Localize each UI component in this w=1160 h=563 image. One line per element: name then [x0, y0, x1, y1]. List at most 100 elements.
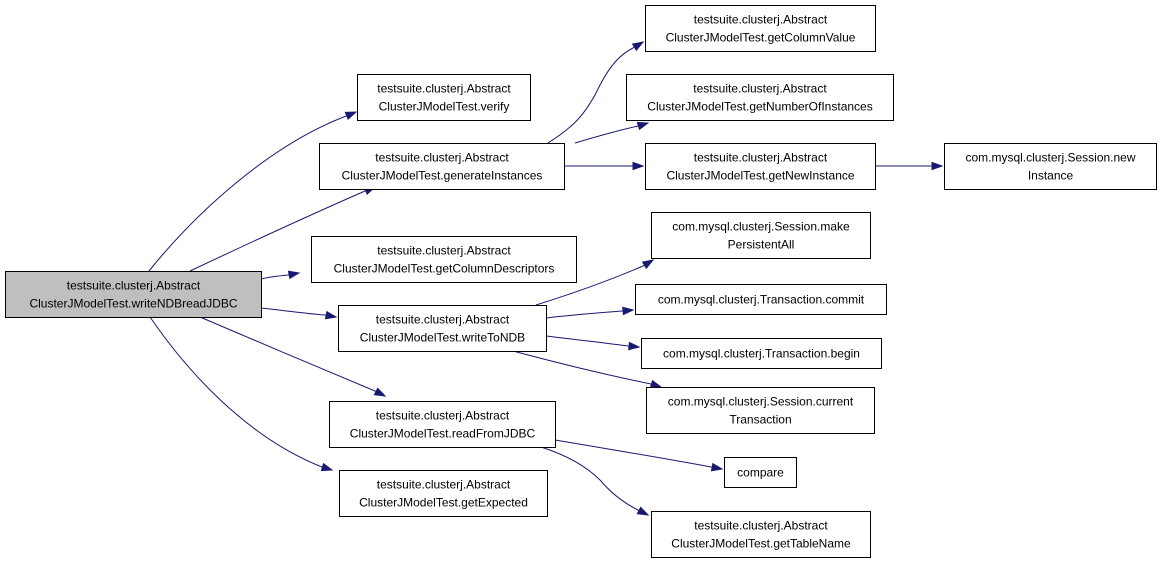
node-box	[635, 284, 887, 315]
arrow-head-icon	[931, 161, 944, 171]
edge-line	[260, 307, 327, 316]
call-edge-writeToNDB-to-currentTransaction	[512, 350, 663, 389]
node-getNewInstance[interactable]: testsuite.clusterj.AbstractClusterJModel…	[645, 143, 876, 190]
arrow-head-icon	[324, 310, 338, 320]
edge-line	[512, 350, 652, 385]
call-edge-root-to-writeToNDB	[260, 307, 338, 320]
node-box	[5, 271, 262, 318]
node-box	[944, 143, 1157, 190]
node-label-line: com.mysql.clusterj.Session.current	[668, 395, 854, 409]
call-edge-generateInstances-to-getNewInstance	[564, 161, 645, 171]
node-label-line: ClusterJModelTest.verify	[379, 100, 510, 114]
call-edge-writeToNDB-to-txCommit	[545, 306, 635, 319]
call-edge-root-to-verify	[148, 111, 358, 272]
node-getNumberOfInstances[interactable]: testsuite.clusterj.AbstractClusterJModel…	[626, 74, 894, 121]
node-box	[311, 236, 577, 283]
node-label-line: testsuite.clusterj.Abstract	[376, 313, 510, 327]
node-label-line: testsuite.clusterj.Abstract	[67, 279, 201, 293]
node-box	[357, 74, 531, 121]
node-getColumnValue[interactable]: testsuite.clusterj.AbstractClusterJModel…	[645, 5, 876, 52]
node-label-line: Instance	[1028, 169, 1074, 183]
node-label-line: testsuite.clusterj.Abstract	[376, 409, 510, 423]
node-makePersistentAll[interactable]: com.mysql.clusterj.Session.makePersisten…	[651, 212, 871, 259]
node-label-line: testsuite.clusterj.Abstract	[693, 82, 827, 96]
node-currentTransaction[interactable]: com.mysql.clusterj.Session.currentTransa…	[646, 387, 875, 434]
node-label-line: ClusterJModelTest.getNewInstance	[666, 169, 854, 183]
node-box	[646, 387, 875, 434]
node-box	[339, 470, 548, 517]
node-label-line: testsuite.clusterj.Abstract	[694, 151, 828, 165]
node-readFromJDBC[interactable]: testsuite.clusterj.AbstractClusterJModel…	[329, 401, 556, 448]
arrow-head-icon	[373, 387, 387, 397]
node-label-line: ClusterJModelTest.getExpected	[359, 496, 528, 510]
node-label-line: testsuite.clusterj.Abstract	[694, 519, 828, 533]
edge-line	[148, 115, 347, 272]
node-label-line: PersistentAll	[728, 238, 795, 252]
edge-line	[260, 274, 290, 280]
edge-line	[199, 316, 377, 392]
node-label-line: com.mysql.clusterj.Session.new	[965, 151, 1135, 165]
edge-line	[545, 335, 630, 347]
node-box	[338, 305, 547, 352]
arrow-head-icon	[632, 161, 645, 171]
node-box	[329, 401, 556, 448]
edge-line	[545, 310, 624, 319]
node-label-line: compare	[737, 466, 784, 480]
arrow-head-icon	[628, 341, 641, 351]
call-edge-writeToNDB-to-txBegin	[545, 335, 641, 351]
call-edge-readFromJDBC-to-compare	[554, 439, 724, 472]
node-compare[interactable]: compare	[724, 457, 797, 488]
node-box	[641, 338, 882, 369]
node-label-line: Transaction	[729, 413, 791, 427]
node-label-line: ClusterJModelTest.getColumnDescriptors	[334, 262, 555, 276]
node-label-line: ClusterJModelTest.writeNDBreadJDBC	[29, 297, 237, 311]
node-label-line: testsuite.clusterj.Abstract	[377, 478, 511, 492]
edge-line	[149, 316, 323, 468]
edge-line	[189, 190, 366, 272]
function-nodes: testsuite.clusterj.AbstractClusterJModel…	[5, 5, 1157, 558]
node-label-line: testsuite.clusterj.Abstract	[375, 151, 509, 165]
node-getExpected[interactable]: testsuite.clusterj.AbstractClusterJModel…	[339, 470, 548, 517]
node-label-line: ClusterJModelTest.getTableName	[671, 537, 851, 551]
node-box	[651, 212, 871, 259]
edge-line	[554, 439, 713, 468]
node-txBegin[interactable]: com.mysql.clusterj.Transaction.begin	[641, 338, 882, 369]
arrow-head-icon	[631, 41, 645, 52]
node-box	[645, 5, 876, 52]
node-generateInstances[interactable]: testsuite.clusterj.AbstractClusterJModel…	[319, 143, 565, 190]
node-root[interactable]: testsuite.clusterj.AbstractClusterJModel…	[5, 271, 262, 318]
call-edge-generateInstances-to-getColumnValue	[547, 41, 645, 144]
arrow-head-icon	[636, 506, 650, 516]
edge-line	[574, 125, 639, 144]
node-getColumnDescriptors[interactable]: testsuite.clusterj.AbstractClusterJModel…	[311, 236, 577, 283]
node-box	[626, 74, 894, 121]
node-label-line: com.mysql.clusterj.Session.make	[672, 220, 850, 234]
arrow-head-icon	[622, 306, 635, 316]
arrow-head-icon	[344, 111, 358, 120]
node-writeToNDB[interactable]: testsuite.clusterj.AbstractClusterJModel…	[338, 305, 547, 352]
node-txCommit[interactable]: com.mysql.clusterj.Transaction.commit	[635, 284, 887, 315]
edge-line	[540, 446, 640, 511]
call-edge-getNewInstance-to-sessionNewInstance	[875, 161, 944, 171]
node-label-line: com.mysql.clusterj.Transaction.begin	[663, 347, 860, 361]
node-label-line: ClusterJModelTest.generateInstances	[342, 169, 543, 183]
node-label-line: testsuite.clusterj.Abstract	[377, 244, 511, 258]
node-label-line: ClusterJModelTest.getColumnValue	[666, 31, 856, 45]
node-label-line: ClusterJModelTest.readFromJDBC	[350, 427, 536, 441]
call-edge-root-to-getColumnDescriptors	[260, 270, 301, 280]
arrow-head-icon	[641, 259, 655, 270]
node-label-line: com.mysql.clusterj.Transaction.commit	[658, 293, 865, 307]
call-edge-readFromJDBC-to-getTableName	[540, 446, 650, 516]
call-edge-root-to-readFromJDBC	[199, 316, 387, 397]
call-edge-writeToNDB-to-makePersistentAll	[535, 259, 655, 306]
node-box	[645, 143, 876, 190]
node-box	[319, 143, 565, 190]
node-box	[724, 457, 797, 488]
node-verify[interactable]: testsuite.clusterj.AbstractClusterJModel…	[357, 74, 531, 121]
node-label-line: ClusterJModelTest.getNumberOfInstances	[647, 100, 872, 114]
edge-line	[535, 264, 645, 306]
node-label-line: testsuite.clusterj.Abstract	[377, 82, 511, 96]
node-getTableName[interactable]: testsuite.clusterj.AbstractClusterJModel…	[651, 511, 871, 558]
